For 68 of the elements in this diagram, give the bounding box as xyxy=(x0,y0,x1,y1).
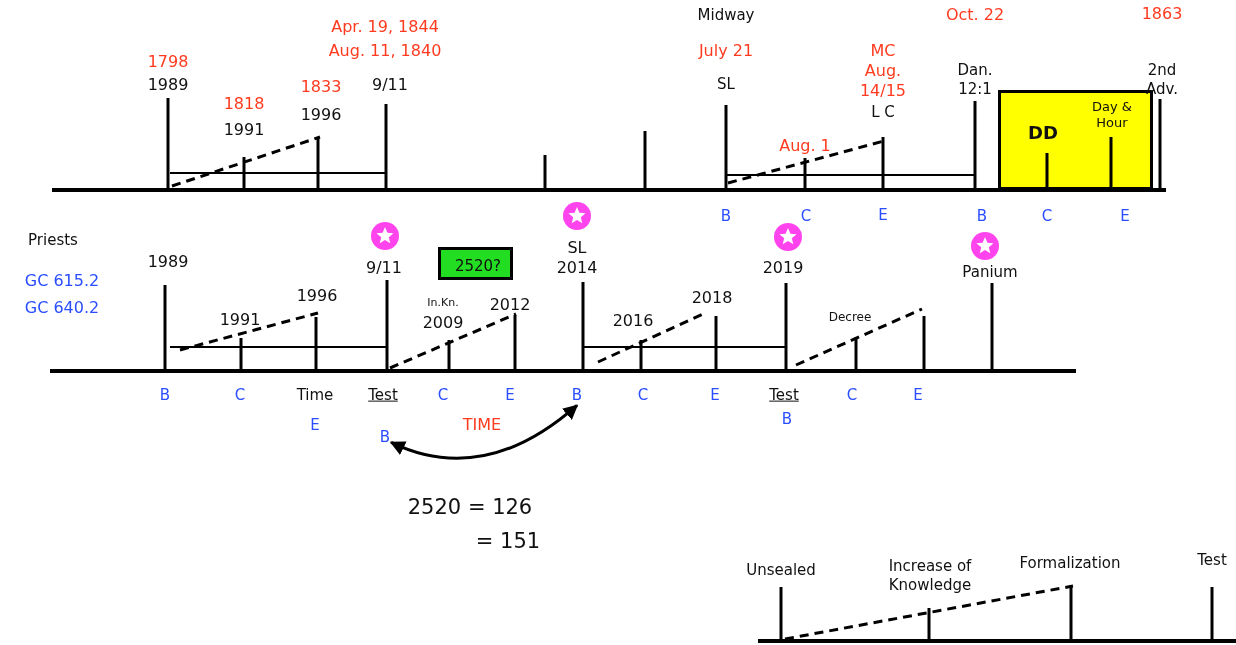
phase-letter: B xyxy=(571,385,583,405)
timeline-label: Priests xyxy=(28,230,78,250)
timeline-label: 2018 xyxy=(691,288,733,308)
phase-letter: E xyxy=(710,385,720,405)
timeline-label: Time xyxy=(296,385,334,405)
timeline-label: In.Kn. xyxy=(427,296,459,310)
timeline-label: Apr. 19, 1844 xyxy=(331,17,439,37)
timeline-label: Midway xyxy=(697,5,755,25)
timeline-label: MC Aug. 14/15 xyxy=(858,41,908,101)
phase-letter: C xyxy=(437,385,449,405)
phase-letter: C xyxy=(800,206,812,226)
timeline-label: 1798 xyxy=(147,52,189,72)
timeline-label: Aug. 1 xyxy=(779,136,831,156)
box-label: DD xyxy=(1028,121,1058,145)
timeline-label: 1991 xyxy=(223,120,265,140)
phase-letter: B xyxy=(379,427,391,447)
timeline-label: L C xyxy=(871,102,895,122)
timeline-label: Test xyxy=(769,385,799,405)
timeline-label: 1833 xyxy=(300,77,342,97)
timeline-label: Unsealed xyxy=(746,560,816,580)
timeline-label: 1989 xyxy=(147,75,189,95)
phase-letter: B xyxy=(159,385,171,405)
phase-letter: E xyxy=(505,385,515,405)
timeline-label: 2520 = 126 xyxy=(407,493,533,521)
phase-letter: GC 615.2 xyxy=(24,271,100,291)
timeline-label: Aug. 11, 1840 xyxy=(328,41,442,61)
timeline-label: 2009 xyxy=(422,313,464,333)
box-label: Day & Hour xyxy=(1091,98,1133,132)
timeline-label: 1991 xyxy=(219,310,261,330)
timeline-label: 9/11 xyxy=(366,258,402,278)
phase-letter: C xyxy=(846,385,858,405)
timeline-label: SL 2014 xyxy=(555,238,599,278)
timeline-label: SL xyxy=(717,74,735,94)
box-label: 2520? xyxy=(454,256,502,276)
timeline-label: = 151 xyxy=(475,527,541,555)
phase-letter: C xyxy=(234,385,246,405)
edge-label: TIME xyxy=(462,415,502,435)
timeline-label: 2016 xyxy=(612,311,654,331)
timeline-label: Formalization xyxy=(1019,553,1121,573)
phase-letter: B xyxy=(781,409,793,429)
timeline-label: 2012 xyxy=(489,295,531,315)
timeline-label: Panium xyxy=(962,262,1018,282)
timeline-label: 9/11 xyxy=(372,75,408,95)
timeline-label: 1989 xyxy=(147,252,189,272)
phase-letter: E xyxy=(310,415,320,435)
timeline-label: 1996 xyxy=(296,286,338,306)
timeline-label: 1996 xyxy=(300,105,342,125)
curved-arrow xyxy=(389,404,579,460)
timeline-label: 1818 xyxy=(223,94,265,114)
timeline-label: Test xyxy=(1197,550,1227,570)
timeline-label: Oct. 22 xyxy=(945,5,1005,25)
phase-letter: E xyxy=(1120,206,1130,226)
timeline-label: 2019 xyxy=(762,258,804,278)
phase-letter: B xyxy=(720,206,732,226)
phase-letter: E xyxy=(878,205,888,225)
timeline-label: July 21 xyxy=(698,41,754,61)
phase-letter: C xyxy=(637,385,649,405)
phase-letter: E xyxy=(913,385,923,405)
timeline-label: Dan. 12:1 xyxy=(956,61,994,99)
timeline-label: Test xyxy=(368,385,398,405)
phase-letter: B xyxy=(976,206,988,226)
question-box xyxy=(438,247,513,280)
phase-letter: C xyxy=(1041,206,1053,226)
timeline-label: 1863 xyxy=(1141,4,1183,24)
timeline-label: Decree xyxy=(828,309,872,325)
phase-letter: GC 640.2 xyxy=(24,298,100,318)
timeline-label: Increase of Knowledge xyxy=(887,557,973,595)
timeline-label: 2nd Adv. xyxy=(1145,61,1179,99)
